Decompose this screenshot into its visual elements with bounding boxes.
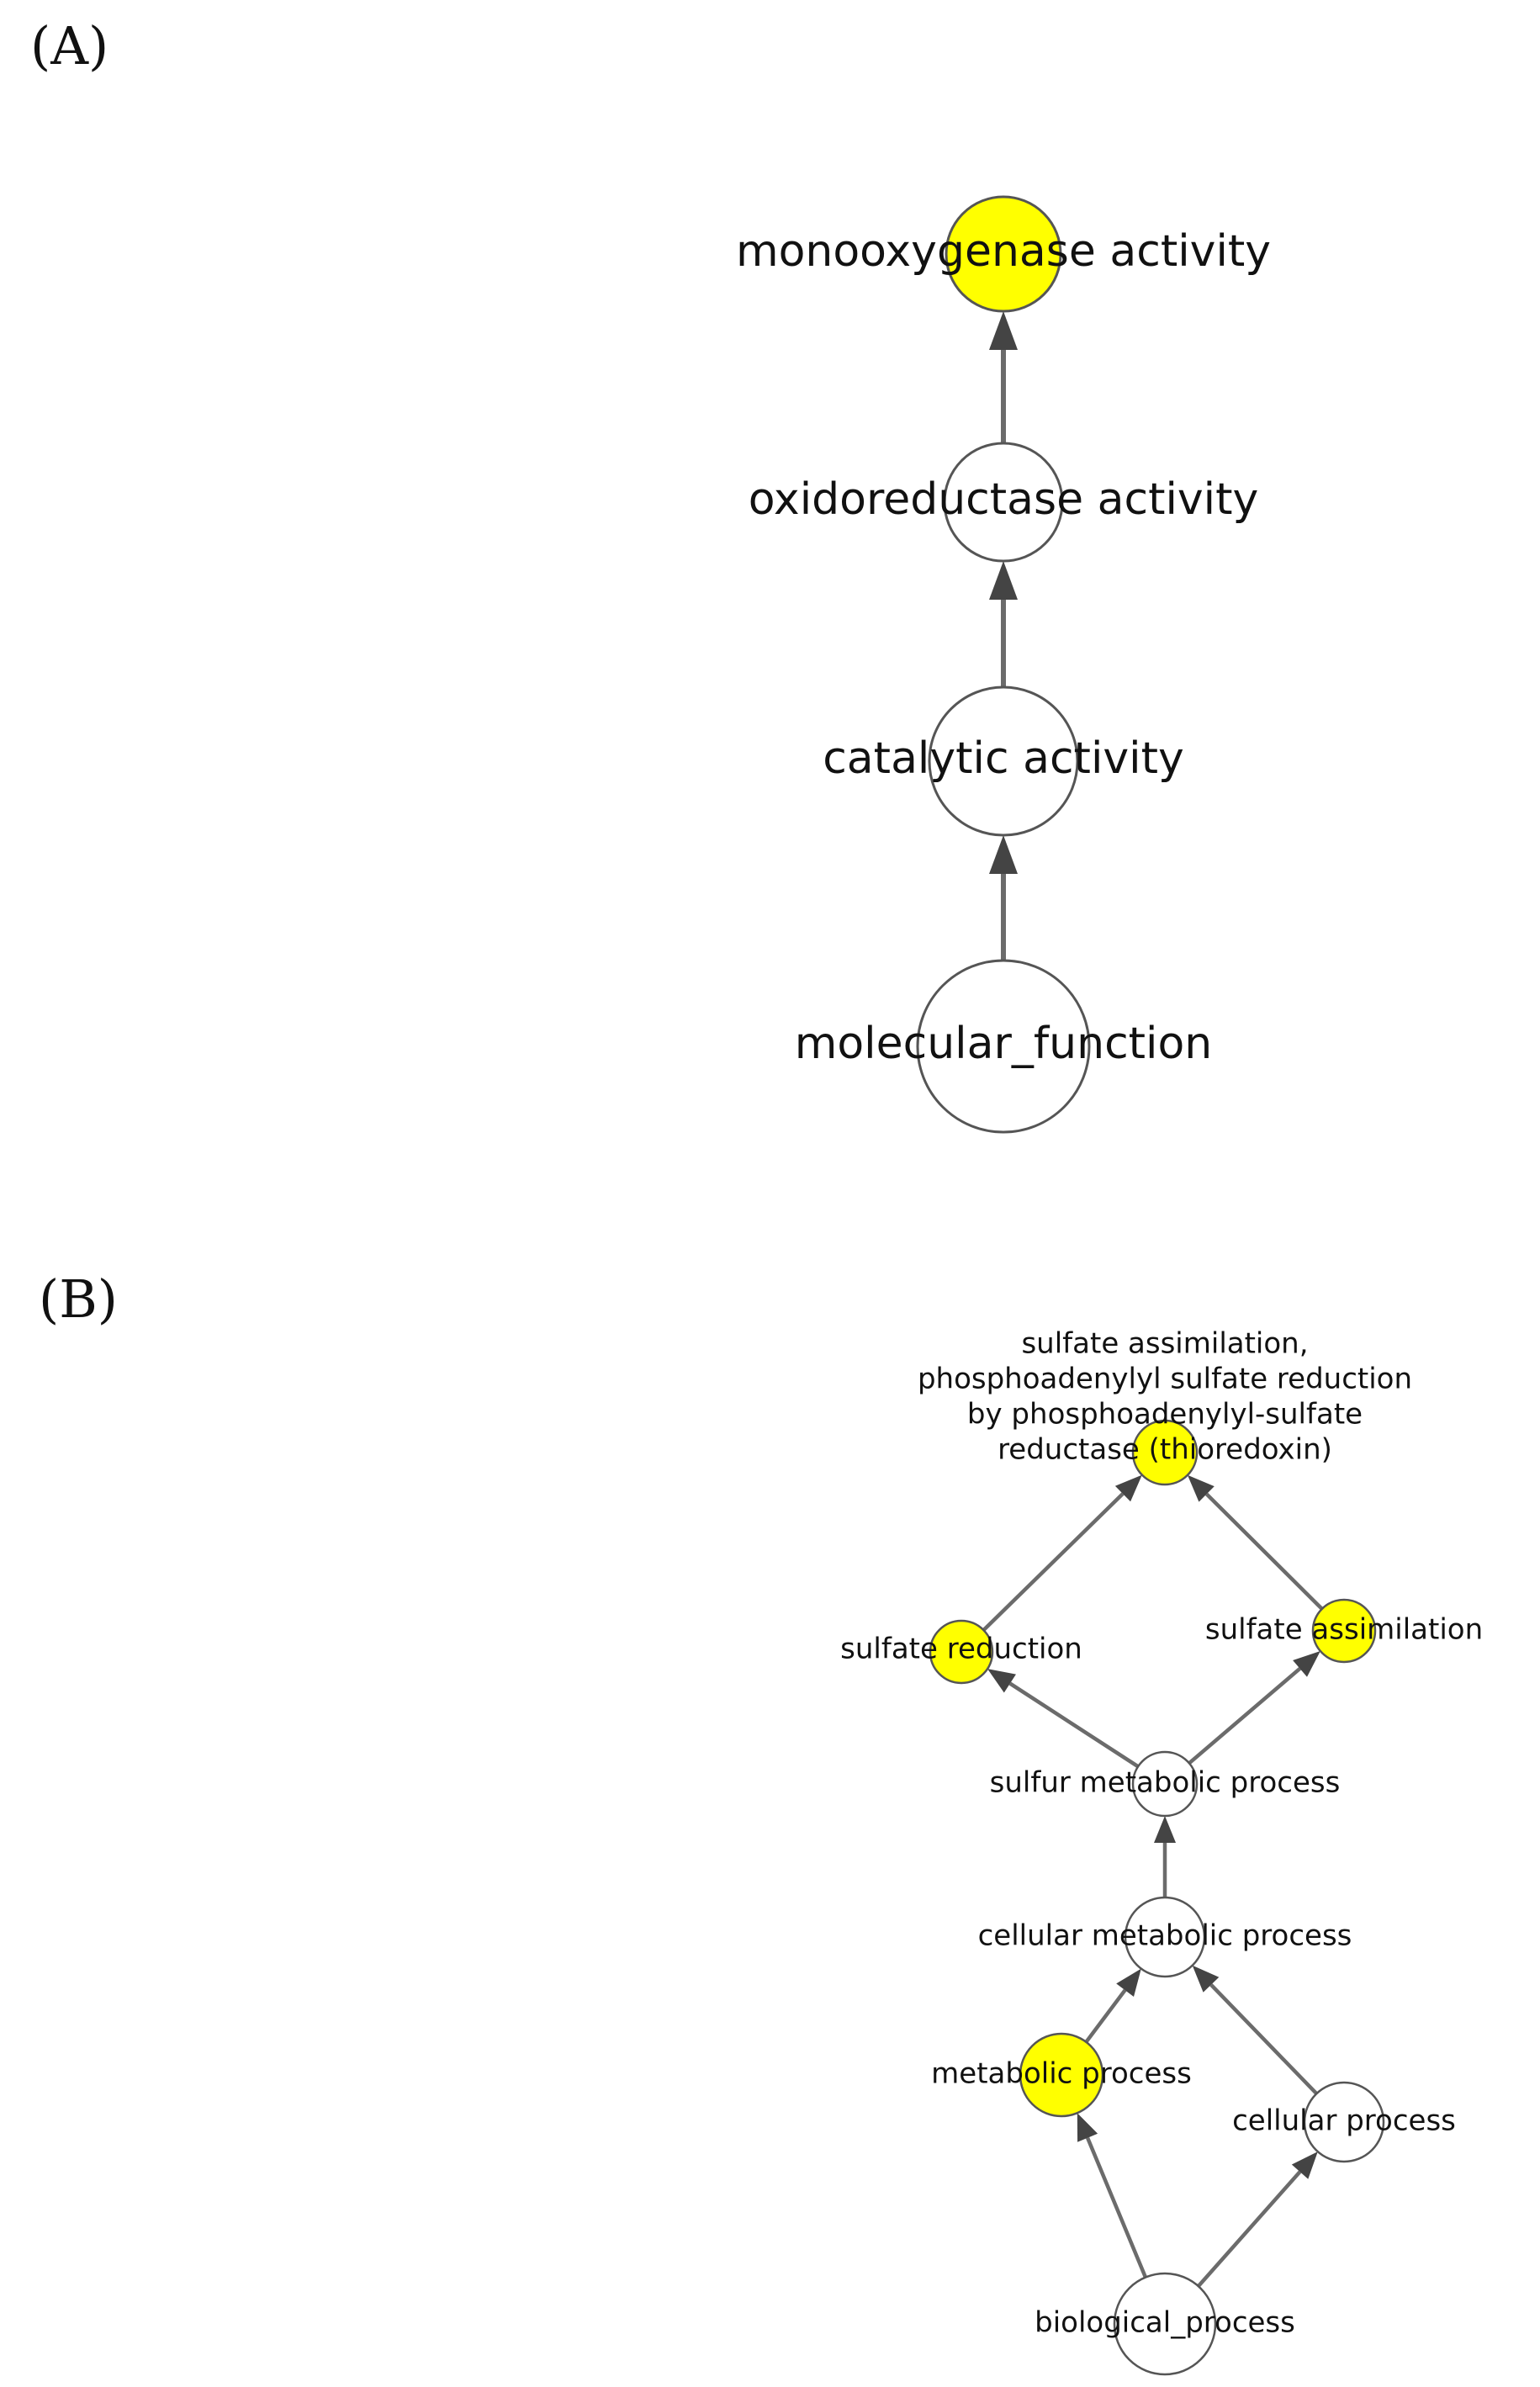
edge-cellular_process-to-cellular_metabolic	[1209, 1983, 1318, 2095]
label-metabolic-process: metabolic process	[931, 2057, 1192, 2091]
panel-a-graph: monooxygenase activity oxidoreductase act…	[736, 195, 1271, 1134]
arrowhead-sulfate_assim_papr	[1114, 1474, 1142, 1502]
label-sulfate-assim-papr-line-2: phosphoadenylyl sulfate reduction	[918, 1363, 1412, 1396]
label-sulfate-assim-papr-line-1: sulfate assimilation,	[1021, 1327, 1308, 1361]
arrowhead-sulfate_reduction	[987, 1669, 1016, 1693]
panel-b-labels: sulfate assimilation,phosphoadenylyl sul…	[840, 1327, 1483, 2340]
node-sulfate-assim-papr	[1131, 1419, 1199, 1486]
node-sulfate-reduction	[929, 1619, 994, 1685]
node-cellular-process	[1303, 2081, 1385, 2163]
node-metabolic-process	[1019, 2032, 1104, 2118]
edge-sulfur_metabolic-to-sulfate_assimilation	[1188, 1667, 1302, 1765]
panel-a-nodes	[916, 195, 1091, 1134]
node-molecular-function	[916, 959, 1091, 1134]
panel-a-edges	[989, 311, 1018, 961]
panel-b-graph: sulfate assimilation,phosphoadenylyl sul…	[840, 1327, 1483, 2376]
arrowhead-sulfate_assimilation	[1293, 1651, 1320, 1677]
edge-metabolic_process-to-cellular_metabolic	[1084, 1988, 1127, 2044]
arrowhead-cellular_metabolic	[1192, 1965, 1220, 1993]
node-sulfur-metabolic	[1131, 1750, 1199, 1818]
arrowhead-metabolic_process	[1077, 2113, 1098, 2142]
edge-sulfate_assimilation-to-sulfate_assim_papr	[1205, 1492, 1324, 1611]
label-catalytic: catalytic activity	[823, 733, 1184, 784]
edge-biological_process-to-metabolic_process	[1086, 2136, 1148, 2278]
arrowhead-cellular_metabolic	[1116, 1968, 1141, 1997]
label-biological-process: biological_process	[1035, 2306, 1295, 2340]
node-biological-process	[1113, 2272, 1217, 2376]
edge-sulfate_reduction-to-sulfate_assim_papr	[982, 1492, 1125, 1632]
label-molecular-function: molecular_function	[795, 1019, 1213, 1069]
panel-a-label: (A)	[30, 15, 109, 77]
arrowhead-catalytic	[989, 835, 1018, 874]
node-cellular-metabolic	[1124, 1896, 1206, 1978]
label-sulfate-assimilation: sulfate assimilation	[1205, 1613, 1483, 1647]
panel-a-labels: monooxygenase activity oxidoreductase act…	[736, 226, 1271, 1069]
label-cellular-metabolic: cellular metabolic process	[978, 1919, 1352, 1953]
node-sulfate-assimilation	[1311, 1598, 1377, 1664]
label-monooxygenase: monooxygenase activity	[736, 226, 1271, 277]
arrowhead-monooxygenase	[989, 311, 1018, 350]
label-sulfate-assim-papr-line-3: by phosphoadenylyl-sulfate	[967, 1398, 1363, 1432]
node-oxidoreductase	[943, 442, 1064, 563]
arrowhead-sulfur_metabolic	[1154, 1816, 1176, 1843]
label-sulfate-reduction: sulfate reduction	[840, 1633, 1082, 1666]
label-oxidoreductase: oxidoreductase activity	[749, 474, 1259, 525]
arrowhead-sulfate_assim_papr	[1187, 1474, 1215, 1502]
node-monooxygenase	[945, 195, 1062, 313]
label-cellular-process: cellular process	[1232, 2104, 1456, 2138]
node-catalytic	[928, 685, 1079, 837]
label-sulfate-assim-papr-line-4: reductase (thioredoxin)	[998, 1433, 1332, 1467]
panel-b-edges	[982, 1474, 1324, 2288]
label-sulfur-metabolic: sulfur metabolic process	[990, 1766, 1341, 1800]
arrowhead-oxidoreductase	[989, 561, 1018, 600]
arrowhead-cellular_process	[1291, 2151, 1318, 2179]
edge-biological_process-to-cellular_process	[1197, 2170, 1302, 2288]
panel-b-nodes	[929, 1419, 1385, 2376]
edge-sulfur_metabolic-to-sulfate_reduction	[1008, 1681, 1140, 1769]
panel-b-label: (B)	[39, 1268, 118, 1330]
